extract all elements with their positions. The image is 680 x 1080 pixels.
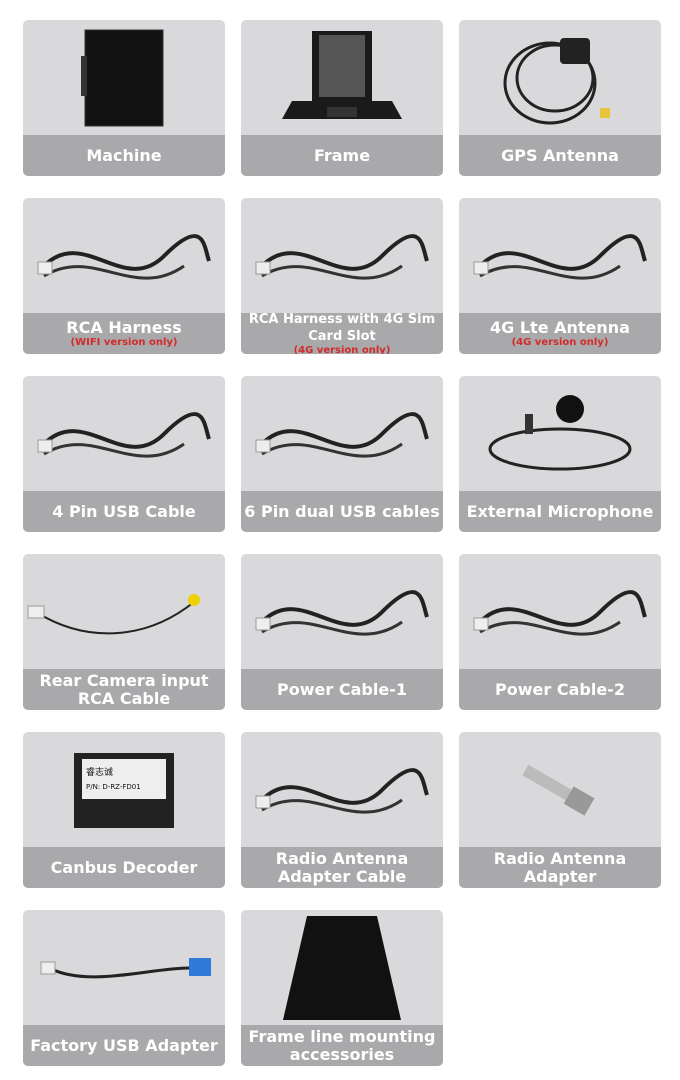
svg-text:睿志诚: 睿志诚 (86, 766, 113, 778)
accessory-card: External Microphone (459, 376, 661, 532)
accessory-card: Power Cable-2 (459, 554, 661, 710)
version-note: (4G version only) (293, 344, 391, 355)
accessory-card: 6 Pin dual USB cables (241, 376, 443, 532)
accessory-label: Frame (241, 135, 443, 176)
accessory-label: Power Cable-1 (241, 669, 443, 710)
accessory-card: Radio Antenna Adapter Cable (241, 732, 443, 888)
rca-cable-icon (23, 554, 225, 670)
accessory-label: Canbus Decoder (23, 847, 225, 888)
accessory-label: 4G Lte Antenna(4G version only) (459, 313, 661, 354)
accessory-label: Rear Camera input RCA Cable (23, 669, 225, 710)
label-text: Rear Camera input RCA Cable (39, 670, 209, 708)
accessory-label: Radio Antenna Adapter Cable (241, 847, 443, 888)
accessory-card: Frame (241, 20, 443, 176)
accessory-label: Power Cable-2 (459, 669, 661, 710)
accessory-card: 4 Pin USB Cable (23, 376, 225, 532)
accessory-card: Machine (23, 20, 225, 176)
label-text: GPS Antenna (501, 145, 619, 165)
power-cable-icon (241, 554, 443, 670)
antenna-adapter-icon (459, 732, 661, 848)
usb-cable-icon (23, 376, 225, 492)
label-text: Power Cable-1 (277, 679, 407, 699)
version-note: (4G version only) (511, 336, 609, 348)
label-text: Factory USB Adapter (30, 1035, 218, 1055)
accessory-label: Radio Antenna Adapter (459, 847, 661, 888)
microphone-icon (459, 376, 661, 492)
label-text: Frame line mounting accessories (248, 1026, 436, 1064)
accessory-card: Radio Antenna Adapter (459, 732, 661, 888)
power-cable-icon (459, 554, 661, 670)
rca-harness-4g-icon (241, 198, 443, 314)
label-text: External Microphone (466, 501, 654, 521)
label-text: Machine (86, 145, 162, 165)
accessory-card: RCA Harness with 4G Sim Card Slot(4G ver… (241, 198, 443, 354)
accessory-card: Factory USB Adapter (23, 910, 225, 1066)
label-text: Radio Antenna Adapter Cable (275, 848, 409, 886)
lte-antenna-icon (459, 198, 661, 314)
label-text: 6 Pin dual USB cables (244, 501, 440, 521)
svg-text:P/N: D-RZ-FD01: P/N: D-RZ-FD01 (86, 783, 141, 791)
accessory-card: GPS Antenna (459, 20, 661, 176)
rca-harness-icon (23, 198, 225, 314)
accessory-card: Power Cable-1 (241, 554, 443, 710)
label-text: RCA Harness (66, 317, 182, 337)
accessory-label: External Microphone (459, 491, 661, 532)
accessory-label: GPS Antenna (459, 135, 661, 176)
accessory-card: RCA Harness(WIFI version only) (23, 198, 225, 354)
label-text: 4 Pin USB Cable (52, 501, 196, 521)
accessory-card: Rear Camera input RCA Cable (23, 554, 225, 710)
accessory-label: Factory USB Adapter (23, 1025, 225, 1066)
dash-frame-icon (241, 20, 443, 136)
gps-antenna-icon (459, 20, 661, 136)
label-text: Power Cable-2 (495, 679, 625, 699)
head-unit-screen-icon (23, 20, 225, 136)
accessory-label: RCA Harness with 4G Sim Card Slot(4G ver… (241, 311, 443, 355)
accessory-label: 6 Pin dual USB cables (241, 491, 443, 532)
version-note: (WIFI version only) (70, 336, 178, 348)
trim-panel-icon (241, 910, 443, 1026)
label-text: 4G Lte Antenna (490, 317, 630, 337)
label-text: Frame (313, 145, 371, 165)
accessory-card: Frame line mounting accessories (241, 910, 443, 1066)
label-text: RCA Harness with 4G Sim Card Slot (248, 311, 436, 344)
usb-adapter-icon (23, 910, 225, 1026)
accessory-label: RCA Harness(WIFI version only) (23, 313, 225, 354)
label-text: Radio Antenna Adapter (493, 848, 627, 886)
canbus-box-icon: 睿志诚 P/N: D-RZ-FD01 (23, 732, 225, 848)
accessory-label: 4 Pin USB Cable (23, 491, 225, 532)
accessory-label: Frame line mounting accessories (241, 1025, 443, 1066)
dual-usb-cable-icon (241, 376, 443, 492)
accessory-label: Machine (23, 135, 225, 176)
accessory-card: 4G Lte Antenna(4G version only) (459, 198, 661, 354)
label-text: Canbus Decoder (50, 857, 198, 877)
antenna-cable-icon (241, 732, 443, 848)
